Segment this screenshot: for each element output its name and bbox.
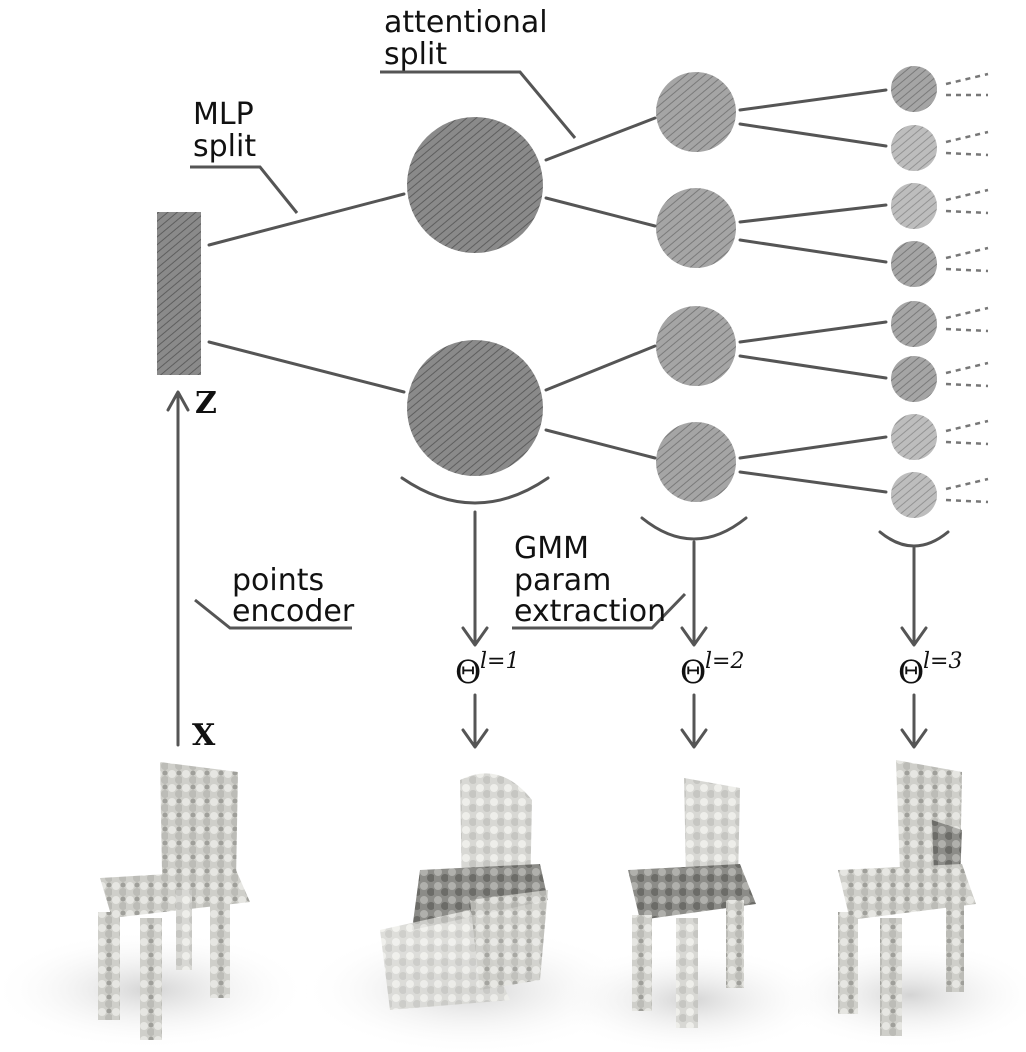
encoder-arrow xyxy=(166,390,190,747)
level2-node-2 xyxy=(656,188,736,268)
latent-z-label: Z xyxy=(195,386,217,421)
level3-node-1 xyxy=(891,66,937,112)
level2-point-cloud-chair xyxy=(550,778,830,1052)
svg-text:param: param xyxy=(514,563,611,598)
level2-node-1 xyxy=(656,72,736,152)
level1-node-top xyxy=(407,117,543,253)
theta-level3: Θ l=3 xyxy=(898,649,962,691)
input-x-label: X xyxy=(192,718,216,753)
svg-text:l=3: l=3 xyxy=(923,649,962,674)
svg-text:split: split xyxy=(384,37,447,72)
gmm-extraction-leader xyxy=(512,592,687,630)
svg-text:MLP: MLP xyxy=(193,97,254,132)
gmm-extraction-level3 xyxy=(878,530,950,647)
level3-node-6 xyxy=(891,356,937,402)
gmm-extraction-level1 xyxy=(400,476,550,647)
gmm-param-extraction-label: GMM param extraction xyxy=(514,531,666,629)
points-encoder-label: points encoder xyxy=(232,563,355,629)
level1-node-bottom xyxy=(407,340,543,476)
input-point-cloud-chair xyxy=(0,762,310,1050)
svg-text:attentional: attentional xyxy=(384,5,548,40)
continuation-dashes xyxy=(945,72,989,504)
mlp-split-label: MLP split xyxy=(193,97,256,164)
theta-level2: Θ l=2 xyxy=(680,649,744,691)
level3-node-3 xyxy=(891,183,937,229)
level3-nodes xyxy=(891,66,937,518)
level3-node-8 xyxy=(891,472,937,518)
level2-node-4 xyxy=(656,422,736,502)
tree-edges xyxy=(207,88,888,494)
attentional-split-label: attentional split xyxy=(384,5,548,72)
svg-text:split: split xyxy=(193,129,256,164)
level2-node-3 xyxy=(656,306,736,386)
svg-text:extraction: extraction xyxy=(514,594,666,629)
level3-node-2 xyxy=(891,125,937,171)
svg-text:GMM: GMM xyxy=(514,531,589,566)
svg-text:Θ: Θ xyxy=(898,653,924,691)
level3-point-cloud-chair xyxy=(775,760,1026,1050)
mlp-split-leader xyxy=(190,165,299,214)
svg-text:Θ: Θ xyxy=(680,653,706,691)
points-encoder-leader xyxy=(194,598,352,630)
latent-z-block xyxy=(157,212,201,375)
gmm-extraction-level2 xyxy=(640,516,748,647)
svg-text:Θ: Θ xyxy=(455,653,481,691)
theta-level1: Θ l=1 xyxy=(455,649,519,691)
svg-text:l=2: l=2 xyxy=(705,649,744,674)
svg-text:points: points xyxy=(232,563,324,598)
svg-text:l=1: l=1 xyxy=(480,649,519,674)
level3-node-5 xyxy=(891,301,937,347)
svg-text:encoder: encoder xyxy=(232,594,355,629)
level1-point-cloud-chair xyxy=(300,773,640,1052)
level3-node-7 xyxy=(891,414,937,460)
theta-to-chair-arrows xyxy=(461,693,928,749)
level3-node-4 xyxy=(891,241,937,287)
attentional-split-leader xyxy=(380,70,577,139)
